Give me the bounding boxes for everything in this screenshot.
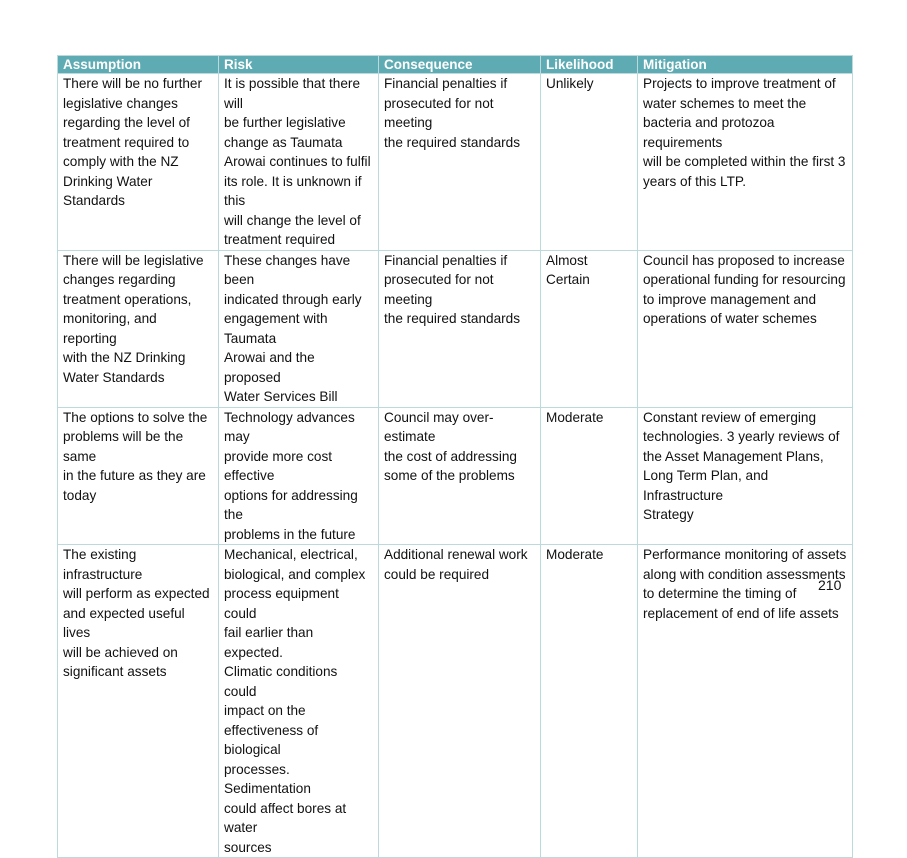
cell-consequence: Financial penalties if prosecuted for no… bbox=[378, 249, 541, 408]
cell-mitigation: Council has proposed to increase operati… bbox=[637, 249, 853, 408]
cell-risk: These changes have been indicated throug… bbox=[218, 249, 379, 408]
cell-likelihood: Moderate bbox=[540, 544, 638, 858]
cell-likelihood: Unlikely bbox=[540, 73, 638, 251]
header-risk: Risk bbox=[218, 55, 379, 74]
cell-assumption: The existing infrastructure will perform… bbox=[57, 544, 219, 858]
header-consequence: Consequence bbox=[378, 55, 541, 74]
cell-assumption: The options to solve the problems will b… bbox=[57, 406, 219, 545]
header-likelihood: Likelihood bbox=[540, 55, 638, 74]
table-row: The options to solve the problems will b… bbox=[57, 406, 853, 545]
cell-likelihood: Moderate bbox=[540, 406, 638, 545]
cell-consequence: Council may over-estimate the cost of ad… bbox=[378, 406, 541, 545]
table-row: There will be no further legislative cha… bbox=[57, 73, 853, 251]
cell-risk: Technology advances may provide more cos… bbox=[218, 406, 379, 545]
table-row: There will be legislative changes regard… bbox=[57, 249, 853, 408]
header-assumption: Assumption bbox=[57, 55, 219, 74]
cell-consequence: Additional renewal work could be require… bbox=[378, 544, 541, 858]
cell-assumption: There will be legislative changes regard… bbox=[57, 249, 219, 408]
cell-consequence: Financial penalties if prosecuted for no… bbox=[378, 73, 541, 251]
cell-mitigation: Projects to improve treatment of water s… bbox=[637, 73, 853, 251]
cell-risk: It is possible that there will be furthe… bbox=[218, 73, 379, 251]
cell-risk: Mechanical, electrical, biological, and … bbox=[218, 544, 379, 858]
page-number: 210 bbox=[818, 577, 842, 593]
cell-mitigation: Constant review of emerging technologies… bbox=[637, 406, 853, 545]
cell-assumption: There will be no further legislative cha… bbox=[57, 73, 219, 251]
table-row: The existing infrastructure will perform… bbox=[57, 544, 853, 858]
cell-likelihood: Almost Certain bbox=[540, 249, 638, 408]
header-mitigation: Mitigation bbox=[637, 55, 853, 74]
